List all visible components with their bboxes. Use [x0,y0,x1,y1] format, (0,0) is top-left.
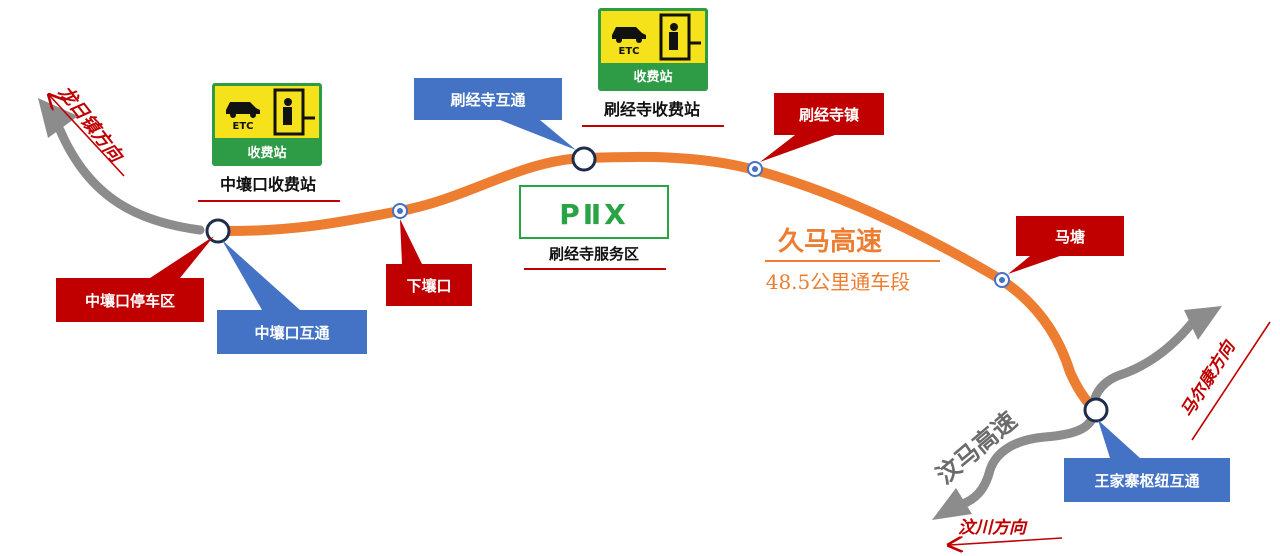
route-length-label: 48.5公里通车段 [766,270,911,294]
callout-shuajingsi-interchange[interactable]: 刷经寺互通 [414,78,576,150]
etc-label: ETC [619,46,640,57]
wenma-expressway [932,306,1222,520]
callout-shuajingsi-town[interactable]: 刷经寺镇 [760,93,884,162]
arrow-down-left-icon [932,488,972,520]
toll-sign-text: 收费站 [247,145,286,161]
car-icon [226,102,260,118]
xiarangkou-node[interactable] [392,203,408,219]
toll-station-zhongrangkou-name: 中壤口收费站 [220,175,316,194]
callout-text: 中壤口互通 [254,324,329,342]
toll-sign-text: 收费站 [633,69,672,85]
car-icon [612,27,646,43]
callout-matang[interactable]: 马塘 [1008,216,1124,274]
service-area-sign: PⅡX [519,185,669,239]
callout-text: 中壤口停车区 [85,292,175,310]
service-area-sign-text: PⅡX [559,198,629,231]
arrow-up-right-icon [1184,306,1222,340]
matang-node[interactable] [994,272,1010,288]
callout-text: 下壤口 [406,277,451,295]
toll-booth-icon [273,88,315,136]
longri-road [38,98,205,235]
callout-xiarangkou[interactable]: 下壤口 [386,219,472,306]
service-area-name: 刷经寺服务区 [549,245,639,263]
toll-sign-zhongrangkou: ETC 收费站 [212,83,322,166]
callout-zhongrangkou-interchange[interactable]: 中壤口互通 [217,240,367,354]
toll-sign-shuajingsi: ETC 收费站 [598,8,708,91]
toll-station-shuajingsi-name: 刷经寺收费站 [604,100,700,119]
shuajingsi-interchange-node[interactable] [571,146,597,172]
callout-text: 王家寨枢纽互通 [1094,472,1199,490]
etc-label: ETC [233,121,254,132]
callout-wangjiazhai-hub[interactable]: 王家寨枢纽互通 [1064,420,1230,502]
route-name: 久马高速 [778,226,882,257]
callout-zhongrangkou-parking[interactable]: 中壤口停车区 [56,236,214,322]
maerkang-direction-label: 马尔康方向 [1177,336,1240,420]
wangjiazhai-hub-node[interactable] [1083,397,1109,423]
wenchuan-direction: 汶川方向 [950,518,1063,545]
callout-text: 马塘 [1055,228,1085,246]
maerkang-direction: 马尔康方向 [1177,321,1271,441]
callout-text: 刷经寺镇 [799,106,859,124]
shuajingsi-town-node[interactable] [747,161,763,177]
callout-text: 刷经寺互通 [450,91,525,109]
zhongrangkou-interchange-node[interactable] [205,218,231,244]
wenchuan-direction-label: 汶川方向 [958,518,1028,538]
toll-booth-icon [659,13,701,61]
